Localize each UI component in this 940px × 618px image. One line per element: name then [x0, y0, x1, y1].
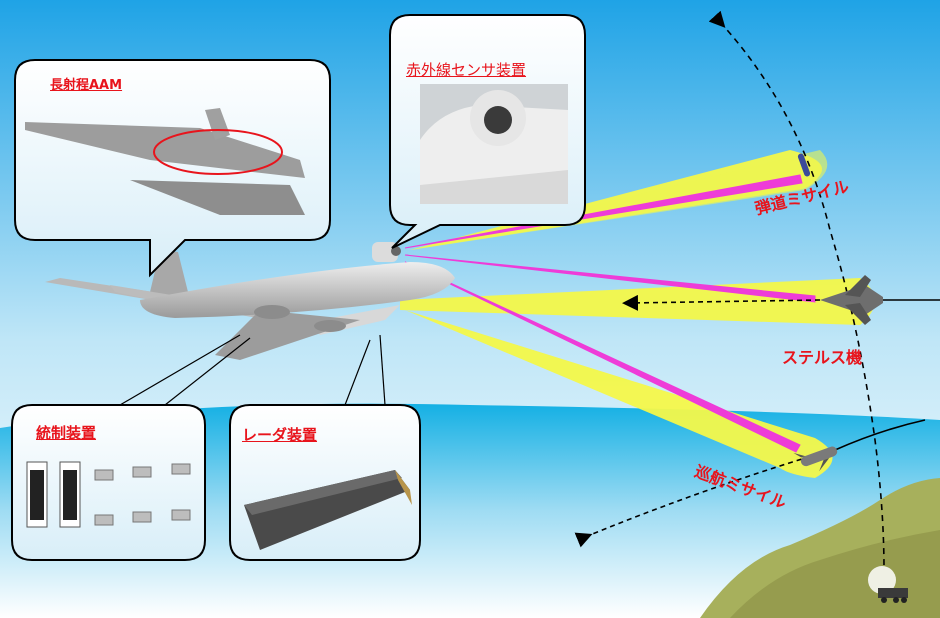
- label-ir-sensor: 赤外線センサ装置: [406, 59, 526, 80]
- callout-ir-sensor: [390, 15, 585, 248]
- label-aam: 長射程AAM: [50, 74, 122, 93]
- label-radar: レーダ装置: [242, 424, 317, 445]
- label-stealth: ステルス機: [782, 344, 862, 368]
- label-control-system: 統制装置: [36, 422, 96, 443]
